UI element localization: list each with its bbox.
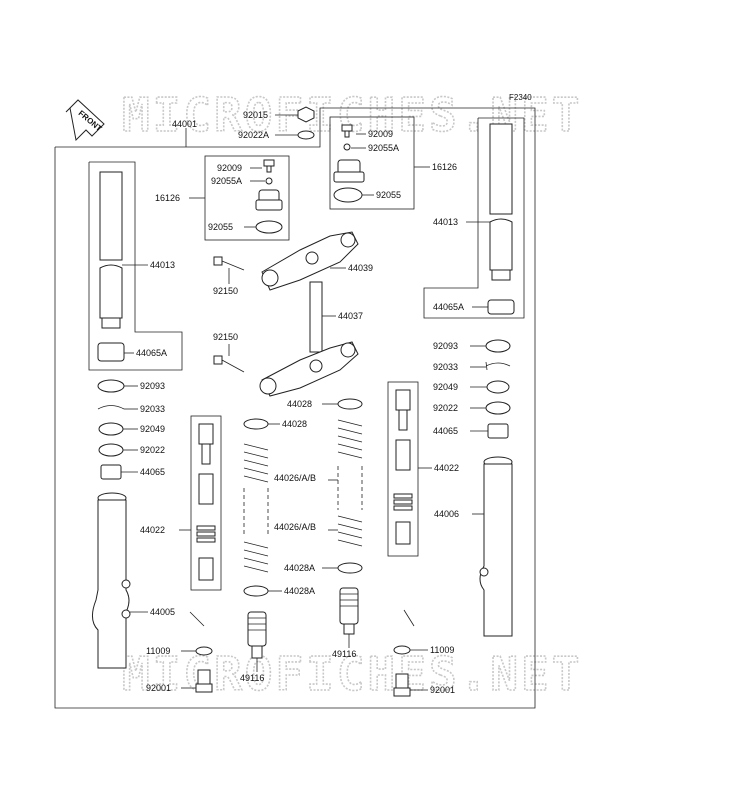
bolt-92001-left — [195, 669, 213, 693]
label-44022-left: 44022 — [140, 525, 165, 535]
label-92009-left: 92009 — [217, 163, 242, 173]
label-44065-left: 44065 — [140, 467, 165, 477]
assembly-frame — [54, 107, 536, 709]
label-44037: 44037 — [338, 311, 363, 321]
diagram-code: F2340 — [509, 93, 532, 102]
box-16126-right — [329, 116, 415, 210]
label-44028-top: 44028 — [287, 399, 312, 409]
label-92055-left: 92055 — [208, 222, 233, 232]
label-44026-b: 44026/A/B — [274, 522, 316, 532]
label-92049-right: 92049 — [433, 382, 458, 392]
label-92022A: 92022A — [238, 130, 269, 140]
label-16126-right: 16126 — [432, 162, 457, 172]
label-92093-right: 92093 — [433, 341, 458, 351]
box-44013-left — [88, 161, 183, 371]
bolt-92009-right — [333, 124, 365, 203]
bolt-92150-lower — [213, 355, 245, 373]
label-44028A-a: 44028A — [284, 563, 315, 573]
cylinder-49116-left — [247, 611, 267, 659]
label-92055-right: 92055 — [376, 190, 401, 200]
label-92150-b: 92150 — [213, 332, 238, 342]
label-44013-right: 44013 — [433, 217, 458, 227]
stem-lower-bracket-44037 — [259, 281, 359, 397]
bolt-92009-left — [255, 159, 283, 234]
label-44065A-right: 44065A — [433, 302, 464, 312]
label-92093-left: 92093 — [140, 381, 165, 391]
spring-44026-left — [243, 418, 269, 597]
label-44006: 44006 — [434, 509, 459, 519]
cylinder-49116-right — [339, 587, 359, 635]
label-49116-left: 49116 — [240, 673, 264, 683]
label-92015: 92015 — [243, 110, 268, 120]
label-44065A-left: 44065A — [136, 348, 167, 358]
label-92033-left: 92033 — [140, 404, 165, 414]
label-49116-right: 49116 — [332, 649, 356, 659]
spring-44026-right — [337, 398, 363, 574]
label-44013-left: 44013 — [150, 260, 175, 270]
label-92055A-right: 92055A — [368, 143, 399, 153]
label-92009-right: 92009 — [368, 129, 393, 139]
label-92001-right: 92001 — [430, 685, 455, 695]
damper-rod-44022-left — [196, 423, 216, 581]
label-92022-right: 92022 — [433, 403, 458, 413]
front-arrow-icon: FRONT — [65, 99, 105, 142]
label-44001: 44001 — [172, 119, 197, 129]
label-44065-right: 44065 — [433, 426, 458, 436]
inner-tube-44013-left — [97, 171, 125, 362]
label-92033-right: 92033 — [433, 362, 458, 372]
inner-tube-44013-right — [487, 123, 515, 315]
box-44022-left — [190, 415, 222, 591]
bolt-92001-right — [393, 673, 411, 697]
outer-tube-44005 — [92, 492, 131, 669]
cap-nut-92015 — [297, 106, 315, 140]
bolt-92150-upper — [213, 256, 245, 271]
label-44028A-b: 44028A — [284, 586, 315, 596]
seal-stack-left — [97, 379, 125, 480]
label-44022-right: 44022 — [434, 463, 459, 473]
label-92150-a: 92150 — [213, 286, 238, 296]
damper-rod-44022-right — [393, 389, 413, 545]
label-44026-a: 44026/A/B — [274, 473, 316, 483]
label-11009-right: 11009 — [430, 645, 454, 655]
label-11009-left: 11009 — [146, 646, 170, 656]
label-16126-left: 16126 — [155, 193, 180, 203]
label-92001-left: 92001 — [146, 683, 171, 693]
label-44028-mid: 44028 — [282, 419, 307, 429]
label-92049-left: 92049 — [140, 424, 165, 434]
label-92055A-left: 92055A — [211, 176, 242, 186]
label-44039: 44039 — [348, 263, 373, 273]
upper-bracket-44039 — [261, 231, 359, 291]
label-92022-left: 92022 — [140, 445, 165, 455]
outer-tube-44006 — [479, 456, 513, 637]
seal-stack-right — [485, 339, 511, 439]
box-44013-right — [423, 117, 525, 319]
box-44022-right — [387, 381, 419, 557]
washer-11009-right — [393, 609, 415, 655]
label-44005: 44005 — [150, 607, 175, 617]
